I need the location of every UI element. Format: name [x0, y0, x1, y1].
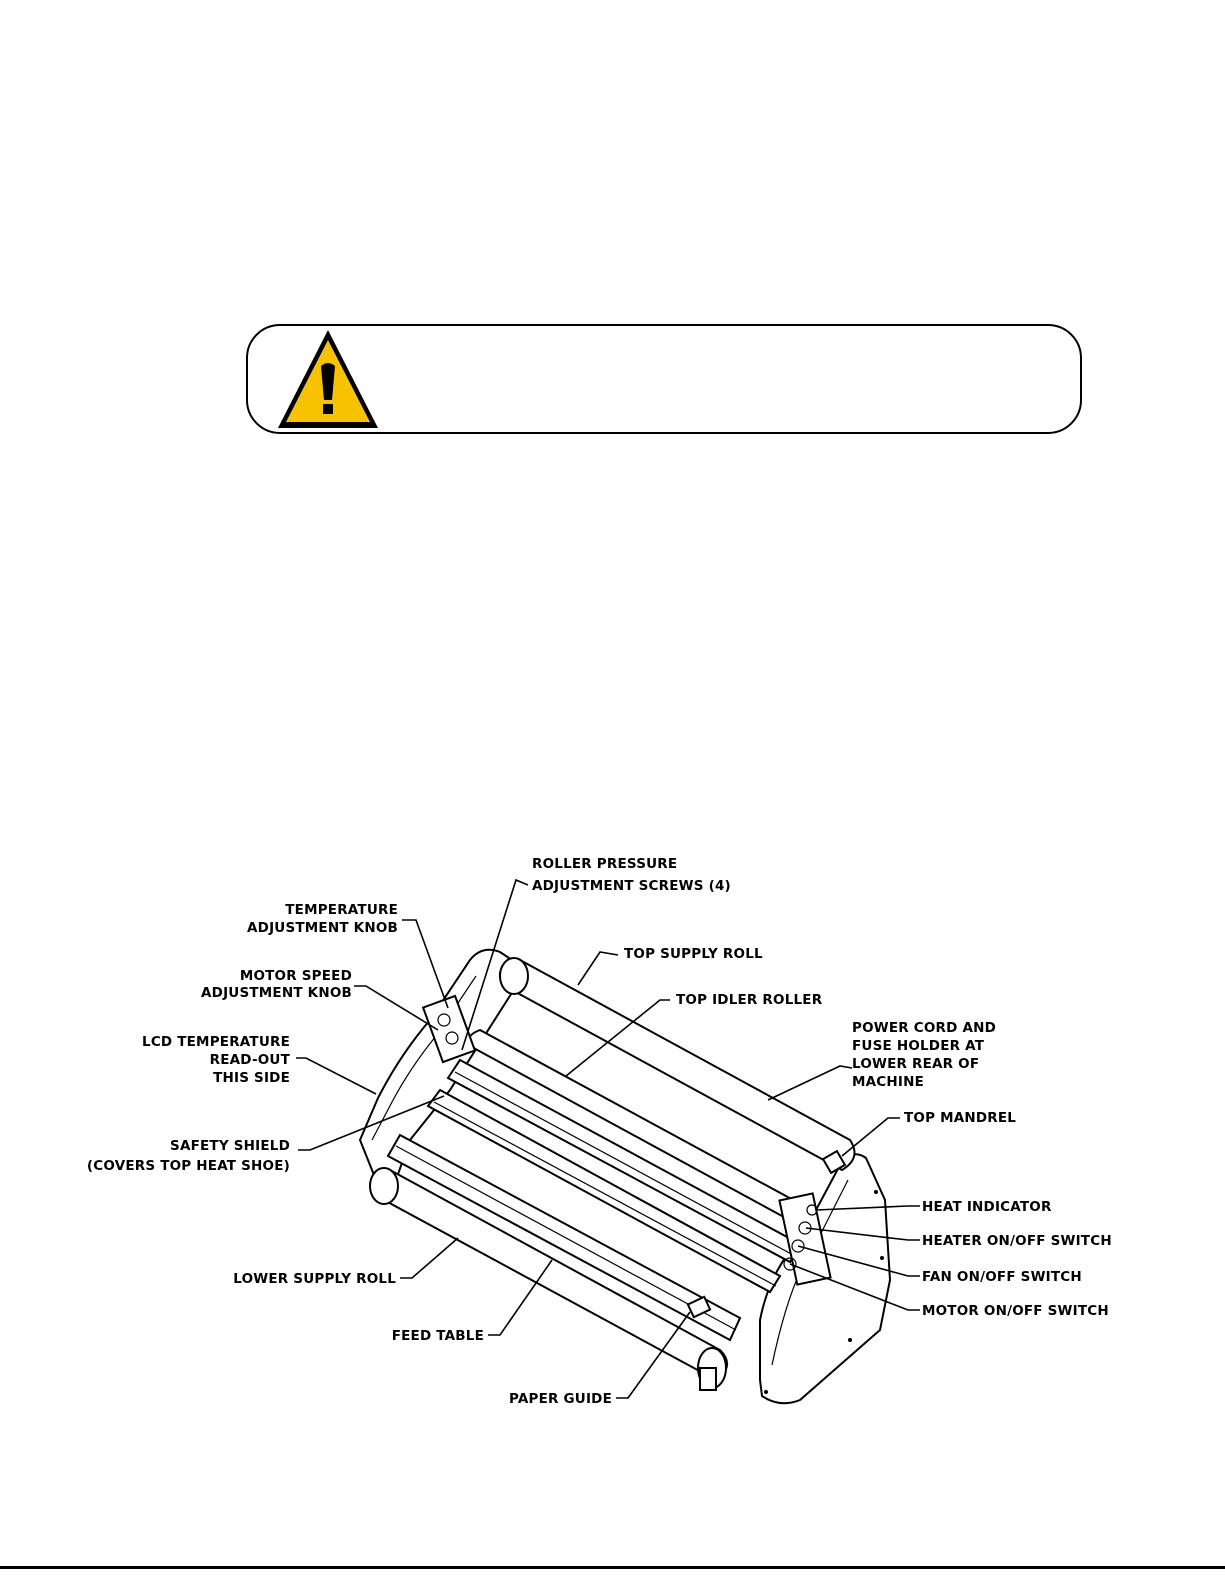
label-top-idler-roller: TOP IDLER ROLLER — [676, 992, 823, 1008]
label-power-cord-4: MACHINE — [852, 1074, 924, 1090]
label-motor-speed: MOTOR SPEED — [240, 968, 352, 984]
laminator-diagram: ROLLER PRESSURE ADJUSTMENT SCREWS (4) TE… — [87, 856, 1112, 1407]
label-heater-switch: HEATER ON/OFF SWITCH — [922, 1233, 1112, 1249]
diagram-labels: ROLLER PRESSURE ADJUSTMENT SCREWS (4) TE… — [87, 856, 1112, 1407]
label-motor-speed-2: ADJUSTMENT KNOB — [201, 985, 352, 1001]
label-lower-supply-roll: LOWER SUPPLY ROLL — [233, 1271, 396, 1287]
label-temperature-2: ADJUSTMENT KNOB — [247, 920, 398, 936]
label-feed-table: FEED TABLE — [392, 1328, 484, 1344]
lower-supply-roll-part — [373, 1168, 728, 1382]
label-top-mandrel: TOP MANDREL — [904, 1110, 1016, 1126]
label-top-supply-roll: TOP SUPPLY ROLL — [624, 946, 763, 962]
warning-triangle-icon — [278, 330, 378, 428]
label-roller-pressure: ROLLER PRESSURE — [532, 856, 677, 872]
label-fan-switch: FAN ON/OFF SWITCH — [922, 1269, 1082, 1285]
label-lcd-3: THIS SIDE — [213, 1070, 290, 1086]
warning-box — [246, 324, 1082, 434]
label-safety-shield: SAFETY SHIELD — [170, 1138, 290, 1154]
label-safety-shield-2: (COVERS TOP HEAT SHOE) — [87, 1158, 290, 1174]
label-heat-indicator: HEAT INDICATOR — [922, 1199, 1052, 1215]
footer-rule — [0, 1566, 1225, 1569]
label-power-cord-3: LOWER REAR OF — [852, 1056, 979, 1072]
label-lcd: LCD TEMPERATURE — [142, 1034, 290, 1050]
label-power-cord: POWER CORD AND — [852, 1020, 996, 1036]
machine-drawing — [358, 948, 892, 1405]
label-temperature: TEMPERATURE — [285, 902, 398, 918]
label-motor-switch: MOTOR ON/OFF SWITCH — [922, 1303, 1109, 1319]
label-power-cord-2: FUSE HOLDER AT — [852, 1038, 985, 1054]
leader-lines — [296, 878, 920, 1399]
label-paper-guide: PAPER GUIDE — [509, 1391, 612, 1407]
label-roller-pressure-2: ADJUSTMENT SCREWS (4) — [532, 878, 731, 894]
label-lcd-2: READ-OUT — [210, 1052, 291, 1068]
